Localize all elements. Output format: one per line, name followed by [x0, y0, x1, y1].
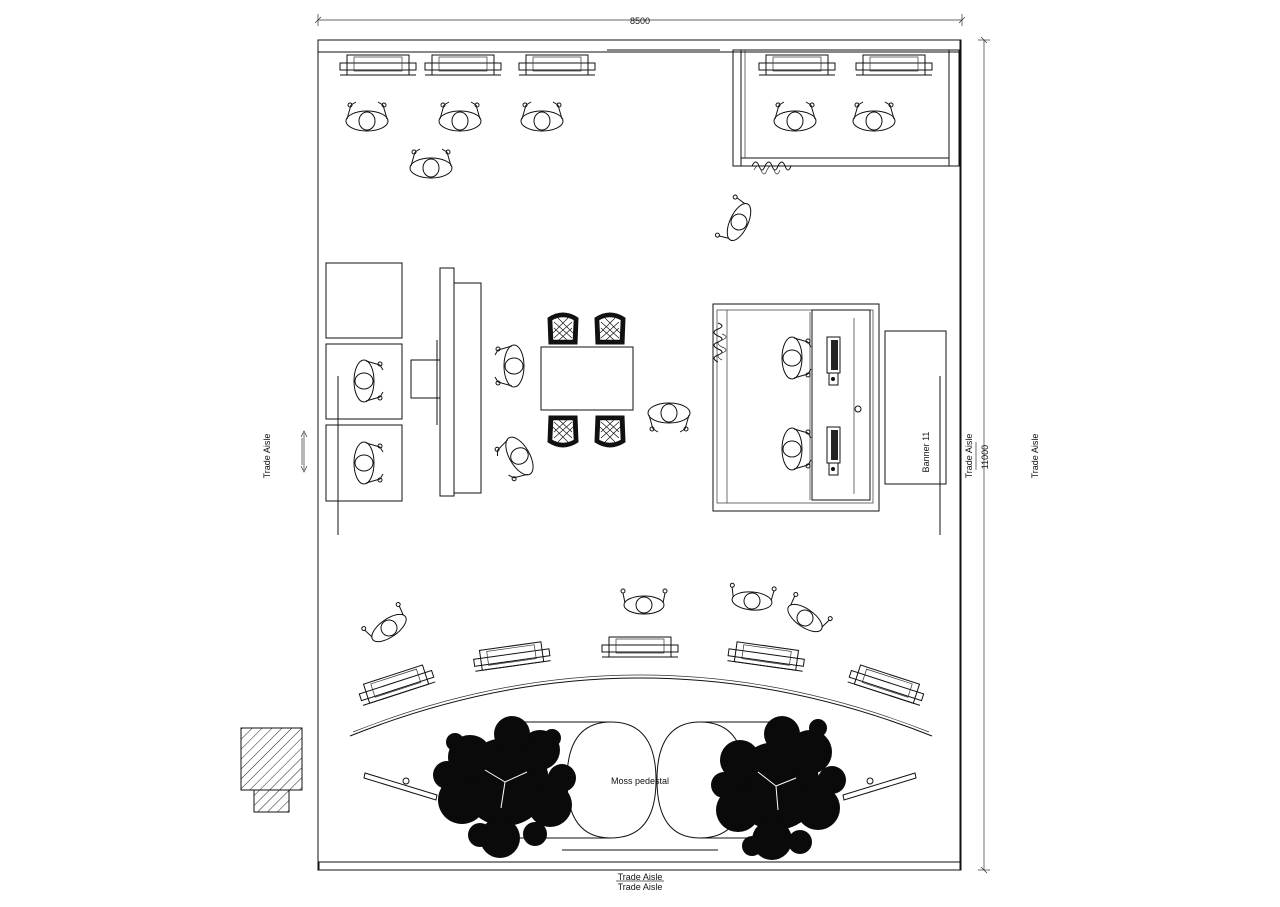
dimension-depth: [978, 36, 990, 874]
person-left-1: [353, 359, 384, 403]
aisle-label-bottom-1: Trade Aisle: [618, 872, 663, 882]
cable-right: [713, 322, 727, 363]
front-edge: [318, 861, 961, 871]
left-panels: [325, 262, 403, 535]
long-counter: [410, 267, 482, 497]
person-counter-right-1: [781, 336, 812, 380]
top-people: [345, 101, 896, 248]
person-counter-2: [492, 432, 540, 485]
aisle-label-right-inner: Trade Aisle: [964, 434, 974, 479]
person-table: [647, 402, 691, 433]
tree-left-icon: [433, 716, 576, 858]
front-desks: [363, 772, 917, 801]
dimension-width-label: 8500: [630, 16, 650, 26]
display-arc: [349, 677, 933, 737]
aisle-label-right-outer: Trade Aisle: [1030, 434, 1040, 479]
person-counter-right-2: [781, 427, 812, 471]
tree-right-icon: [711, 716, 846, 860]
hatched-column: [240, 727, 303, 813]
cable-top: [751, 161, 792, 175]
meeting-table: [540, 346, 634, 411]
banner-label: Banner 11: [921, 432, 931, 473]
dimension-width: [314, 14, 966, 26]
aisle-label-bottom-2: Trade Aisle: [618, 882, 663, 892]
banner-panel: [884, 330, 947, 535]
arc-people: [360, 582, 834, 650]
dimension-depth-label: 11000: [980, 445, 990, 469]
aisle-label-left: Trade Aisle: [262, 434, 272, 479]
pedestal-label: Moss pedestal: [611, 776, 669, 786]
arc-desks: [356, 636, 927, 706]
top-desks: [339, 54, 933, 76]
black-chairs: [547, 312, 626, 448]
person-left-2: [353, 441, 384, 485]
person-counter-1: [494, 344, 525, 388]
booth-outline: [317, 39, 962, 871]
service-counter: [712, 303, 880, 512]
double-arrow-icon: [300, 430, 308, 473]
meeting-room: [732, 49, 960, 167]
